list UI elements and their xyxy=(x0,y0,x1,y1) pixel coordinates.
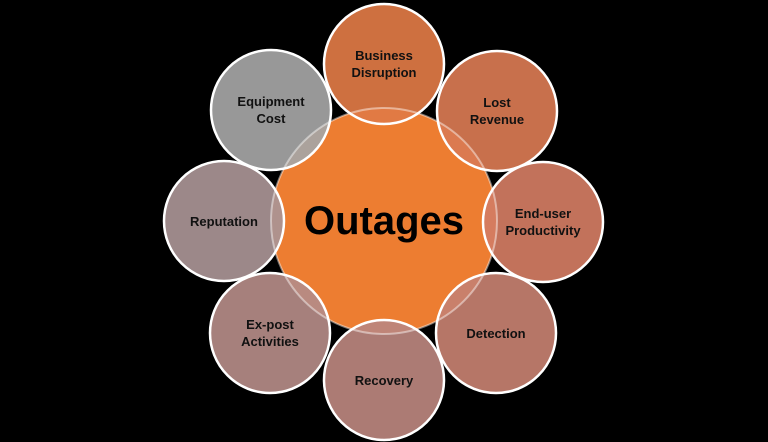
center-circle xyxy=(271,108,497,334)
satellite-circle xyxy=(481,160,605,284)
satellite-circle xyxy=(322,2,446,126)
satellite-circle xyxy=(434,271,558,395)
satellite-circle xyxy=(209,48,333,172)
center-circle-outline xyxy=(270,107,498,335)
satellite-circle xyxy=(162,159,286,283)
satellite-circle xyxy=(208,271,332,395)
satellite-circle xyxy=(435,49,559,173)
satellite-circle xyxy=(322,318,446,442)
